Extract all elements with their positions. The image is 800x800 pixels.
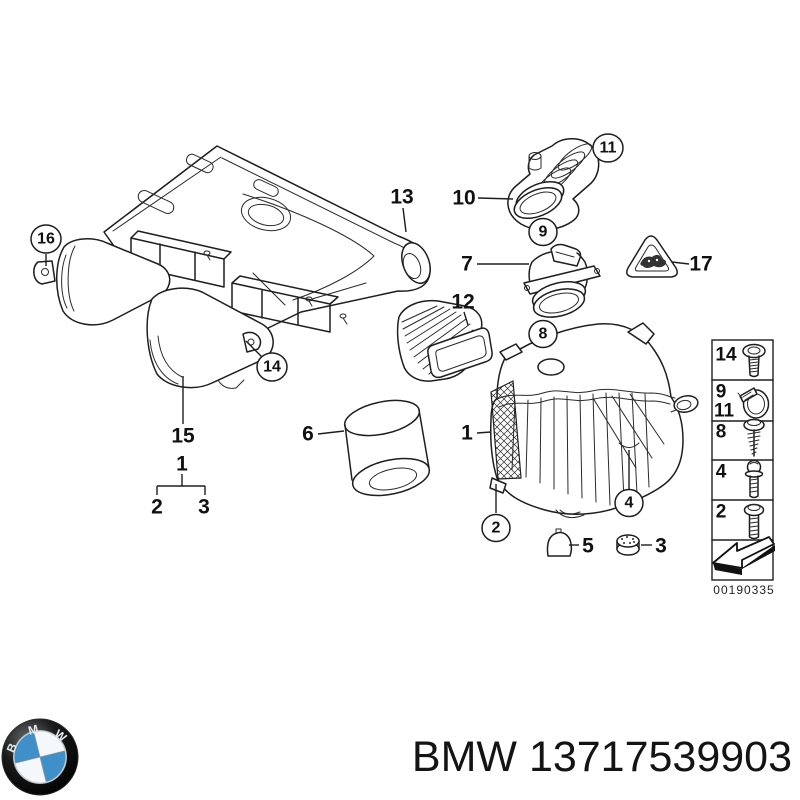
grommet-drawing [616,534,640,556]
callout-2: 2 [481,513,511,543]
hex-bolt-icon [744,459,764,499]
callout-2-number: 2 [492,520,501,537]
callout-16-number: 16 [37,231,55,248]
cover-vent-slot [137,190,175,214]
bmw-logo: B M W [1,718,79,796]
callout-10-number: 10 [452,187,475,210]
callout-16: 16 [30,224,62,254]
legend-label-8: 8 [716,422,727,443]
legend-label-9: 9 [716,382,727,403]
legend-label-2: 2 [716,502,727,523]
oil-cap-circle [240,196,292,232]
callout-13-number: 13 [390,186,413,209]
leader-lines [45,197,690,546]
lid-boss [537,358,565,376]
intake-elbow-drawing [507,138,600,231]
cover-vent-slot [253,179,279,197]
callout-15-number: 15 [171,425,195,448]
intake-duct-drawing [396,299,493,382]
hose-clamp-icon [737,387,770,419]
legend-label-4: 4 [716,462,727,483]
callout-4-number: 4 [625,495,634,512]
filter-hole [368,467,418,491]
maf-opening [532,288,586,318]
callout-7-number: 7 [461,253,473,276]
filter-housing-drawing [489,322,699,519]
triangle-pictogram [640,254,666,268]
callout-3-group-number: 3 [198,496,210,519]
scoop-bolt-tab [33,260,56,285]
cover-vent-slot [185,153,214,174]
callout-3-grommet-number: 3 [655,535,667,558]
callout-8-number: 8 [539,326,548,343]
callout-11: 11 [592,133,624,163]
housing-grille [490,380,522,480]
callout-4: 4 [614,488,644,518]
roundel-letter-m: M [27,722,40,738]
quadrant-blue-bottomright [40,750,66,783]
callout-1-group-number: 1 [176,453,188,476]
legend-label-11: 11 [714,401,735,422]
maf-sensor-drawing [523,243,601,318]
small-screw-marks [203,250,348,325]
quadrant-white-bottomleft [14,757,47,783]
upper-intake-scoop [56,238,171,326]
callout-14-number: 14 [263,359,281,376]
callout-14: 14 [256,352,288,382]
part-number-label: BMW 13717539903 [412,733,792,781]
callout-9-number: 9 [539,224,548,241]
direction-arrow-icon [712,536,775,575]
rubber-cap-drawing [546,528,573,557]
callout-8: 8 [528,319,558,349]
elbow-opening [513,186,563,220]
quadrant-blue-topleft [14,731,40,764]
housing-foot-tab [489,477,507,494]
callout-2-group-number: 2 [151,496,163,519]
lower-intake-scoop [146,287,274,389]
machine-bolt-icon [742,343,766,378]
housing-port [673,395,699,413]
callout-11-number: 11 [600,140,617,157]
callout-5-number: 5 [582,535,594,558]
legend-label-14: 14 [715,345,737,366]
callout-9: 9 [528,217,558,247]
filter-element-drawing [343,399,431,497]
grommet-texture [621,536,635,544]
warning-triangle-icon [626,235,678,278]
quadrant-white-topright [33,731,66,757]
flange-bolt-icon [743,503,765,540]
duct-opening [427,327,493,379]
scoop-bolt-tab [242,331,262,353]
self-tapping-screw-icon [743,418,765,457]
callout-6-number: 6 [302,423,314,446]
callout-12-number: 12 [451,291,474,314]
engine-cover-drawing [33,145,431,389]
diagram-doc-number: 00190335 [713,583,774,597]
callout-1-housing-number: 1 [461,422,473,445]
hardware-legend-panel: 14 9 11 8 4 2 [711,339,775,597]
callout-17-number: 17 [689,253,712,276]
